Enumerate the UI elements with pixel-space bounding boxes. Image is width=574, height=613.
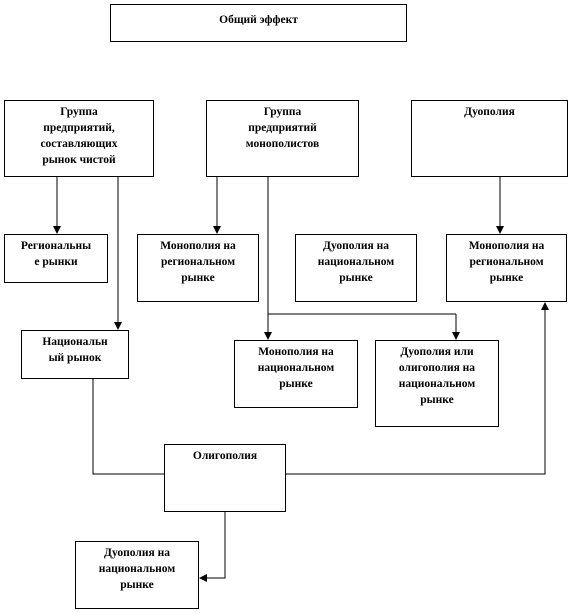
duopoly-national-box-2: Дуополия на национальном рынке xyxy=(75,541,199,609)
arrow-oligopoly-to-duopoly-national xyxy=(199,512,226,582)
duopoly-or-oligopoly-national-box: Дуополия или олигополия на национальном … xyxy=(375,340,499,427)
total-effect-box: Общий эффект xyxy=(110,4,407,42)
duopoly-box: Дуополия xyxy=(411,100,568,177)
oligopoly-box: Олигополия xyxy=(164,444,286,512)
duopoly-national-box-1: Дуополия на национальном рынке xyxy=(295,234,417,302)
monopoly-regional-box-2: Монополия на региональном рынке xyxy=(446,234,567,302)
monopoly-national-box: Монополия на национальном рынке xyxy=(234,340,358,408)
regional-markets-box: Региональны е рынки xyxy=(4,234,108,283)
pure-market-group-box: Группа предприятий, составляющих рынок ч… xyxy=(4,100,154,177)
arrow-oligopoly-to-monopoly-regional xyxy=(286,302,549,475)
national-market-box: Национальн ый рынок xyxy=(21,330,129,379)
monopolist-group-box: Группа предприятий монополистов xyxy=(206,100,359,177)
line-national-to-oligopoly xyxy=(92,379,164,475)
monopoly-regional-box-1: Монополия на региональном рынке xyxy=(137,234,259,302)
